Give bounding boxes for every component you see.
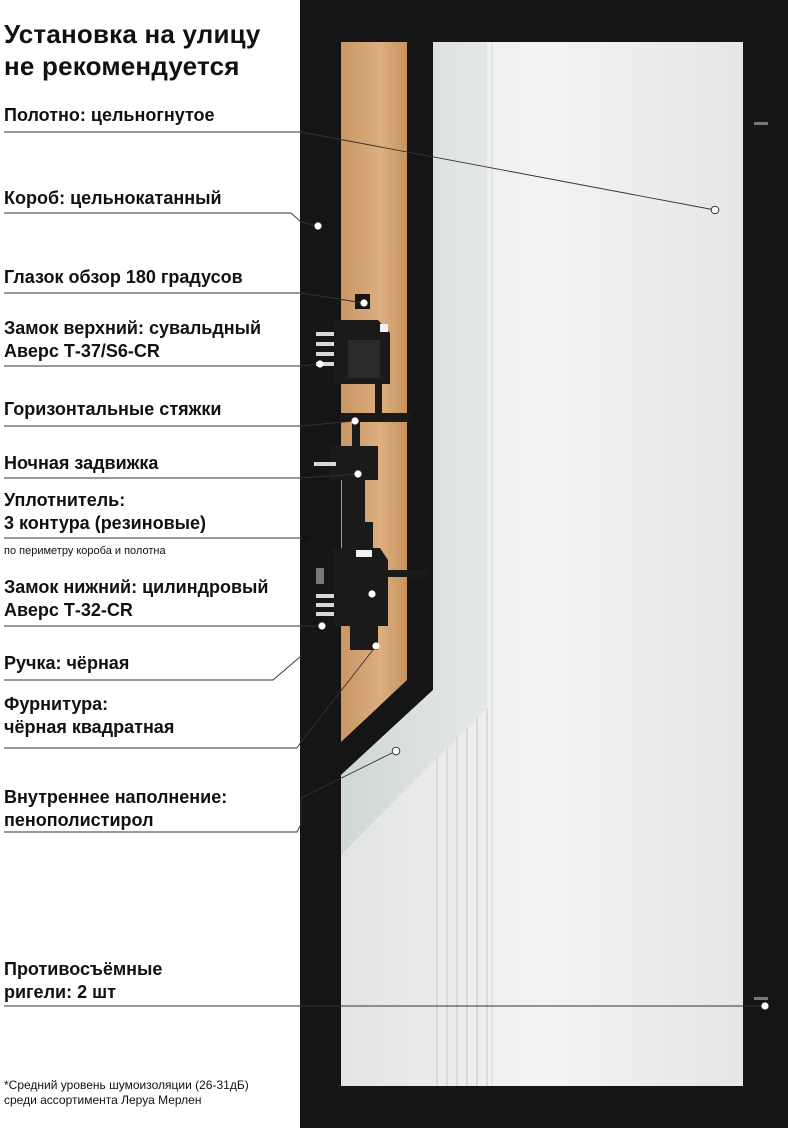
lower-lock-icon xyxy=(316,548,428,650)
marker-dot-peephole xyxy=(360,299,368,307)
stiffener-rib xyxy=(341,42,433,775)
marker-dot-ties xyxy=(351,417,359,425)
label-seal-note: по периметру короба и полотна xyxy=(4,545,166,557)
horizontal-tie xyxy=(341,413,411,422)
marker-dot-night-latch xyxy=(354,470,362,478)
decorative-grooves xyxy=(436,42,493,1086)
label-night-latch: Ночная задвижка xyxy=(4,453,159,473)
marker-dot-anti-removal xyxy=(761,1002,769,1010)
label-blade: Полотно: цельногнутое xyxy=(4,105,215,125)
label-anti-removal: Противосъёмные ригели: 2 шт xyxy=(4,959,163,1002)
anti-removal-bolt-top xyxy=(754,122,768,125)
marker-dot-upper-lock xyxy=(316,360,324,368)
label-peephole: Глазок обзор 180 градусов xyxy=(4,267,243,287)
anti-removal-bolt-bottom xyxy=(754,997,768,1000)
label-seal: Уплотнитель: 3 контура (резиновые) xyxy=(4,490,207,533)
marker-dot-handle xyxy=(372,642,380,650)
label-upper-lock: Замок верхний: сувальдный Аверс Т-37/S6-… xyxy=(4,318,262,361)
label-ties: Горизонтальные стяжки xyxy=(4,399,222,419)
label-frame: Короб: цельнокатанный xyxy=(4,188,222,208)
label-hardware: Фурнитура: чёрная квадратная xyxy=(4,694,175,737)
label-handle: Ручка: чёрная xyxy=(4,653,130,673)
marker-dot-seal xyxy=(302,534,310,542)
marker-dot-filling xyxy=(391,746,401,756)
footnote: *Средний уровень шумоизоляции (26-31дБ) … xyxy=(4,1078,249,1107)
marker-dot-lower-lock xyxy=(368,590,376,598)
label-filling: Внутреннее наполнение: пенополистирол xyxy=(4,787,228,830)
leader-lines xyxy=(4,131,765,1007)
label-lower-lock: Замок нижний: цилиндровый Аверс Т-32-CR xyxy=(4,577,269,620)
page-title: Установка на улицу не рекомендуется xyxy=(4,19,261,81)
marker-dot-blade xyxy=(710,205,720,215)
glass-band xyxy=(341,42,487,855)
upper-lock-icon xyxy=(316,320,390,414)
marker-dot-frame xyxy=(314,222,322,230)
marker-dot-lower-lock-2 xyxy=(318,622,326,630)
marker-dots xyxy=(302,205,769,1010)
